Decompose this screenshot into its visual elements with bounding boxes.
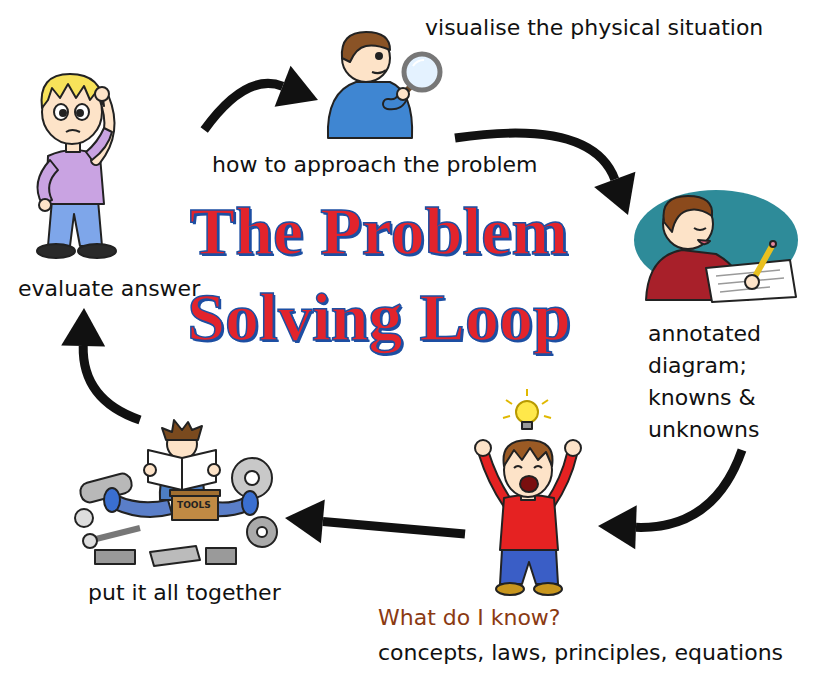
diagram-title: The Problem Solving Loop — [184, 188, 574, 360]
loop-arrow — [204, 66, 318, 130]
stage-node: put it all together — [72, 420, 285, 612]
tool-reader-part — [206, 548, 236, 564]
stage-node: visualise the physical situation — [318, 9, 767, 138]
tool-reader-part — [150, 546, 200, 566]
searching-student-part — [328, 82, 412, 138]
tool-reader-part — [170, 490, 220, 496]
searching-student-part — [342, 32, 390, 62]
idea-student-part — [500, 495, 558, 550]
stage-caption: annotated diagram; knowns & unknowns — [648, 318, 798, 446]
confused-student-part — [75, 104, 89, 120]
confused-student-part — [77, 110, 83, 116]
confused-student-part — [54, 104, 68, 120]
confused-student-part — [78, 244, 116, 258]
arrow-head — [285, 499, 325, 543]
arrow-shaft — [323, 521, 465, 534]
idea-student-part — [534, 466, 542, 468]
tool-reader-part — [247, 517, 277, 547]
stage-subcaption: concepts, laws, principles, equations — [378, 638, 783, 668]
stage-caption: evaluate answer — [18, 274, 200, 304]
tool-reader-part — [83, 534, 97, 548]
stage-node: annotated diagram; knowns & unknowns — [628, 185, 802, 450]
idea-student-part — [522, 422, 532, 429]
tool-reader-part — [92, 528, 140, 540]
tool-reader-part — [95, 550, 135, 564]
stage-caption: put it all together — [88, 578, 281, 608]
idea-student-part — [504, 440, 553, 466]
confused-student-part — [66, 130, 80, 132]
arrow-head — [61, 308, 105, 346]
idea-student-part — [565, 440, 581, 456]
idea-student-part-part — [503, 416, 510, 418]
tool-reader-part — [162, 420, 202, 440]
tool-reader-part — [245, 471, 259, 485]
confused-student-part — [39, 199, 51, 211]
tool-reader-part — [104, 488, 120, 512]
confused-student-part — [48, 200, 102, 246]
arrow-shaft — [204, 83, 282, 130]
tool-reader-part — [148, 450, 216, 490]
idea-student-part — [514, 466, 522, 468]
writing-student-part — [664, 196, 713, 232]
idea-student-part-part — [506, 400, 512, 404]
loop-arrow — [285, 499, 465, 543]
stage-node: evaluate answer — [14, 62, 204, 308]
arrow-head — [275, 66, 318, 107]
arrow-shaft — [83, 346, 140, 420]
idea-student-part-part — [544, 416, 551, 418]
tool-reader-part — [144, 464, 156, 476]
writing-student — [634, 190, 798, 302]
tool-reader-part — [242, 491, 258, 515]
writing-student-part — [770, 241, 776, 247]
confused-student — [37, 74, 116, 258]
searching-student-part — [397, 88, 409, 100]
tool-reader-part — [172, 494, 218, 520]
writing-student-part — [720, 287, 770, 292]
searching-student-part — [372, 70, 386, 73]
arrow-head — [598, 505, 637, 549]
idea-student-part — [520, 476, 538, 492]
arrow-head — [594, 172, 635, 215]
idea-student — [475, 389, 581, 595]
tool-reader-part — [181, 458, 183, 490]
searching-student-part — [376, 53, 382, 59]
idea-student-part — [516, 401, 538, 423]
tool-reader-part — [257, 527, 267, 537]
confused-student-part — [38, 160, 59, 204]
searching-student-part — [413, 60, 424, 66]
writing-student-part — [706, 260, 796, 302]
stage-note: how to approach the problem — [212, 150, 538, 180]
loop-arrow — [61, 308, 140, 420]
writing-student-part — [698, 240, 710, 244]
tool-reader — [75, 420, 277, 566]
idea-student-part-part — [526, 389, 528, 396]
confused-student-part — [60, 110, 66, 116]
confused-student-part — [37, 244, 75, 258]
idea-student-part — [534, 583, 562, 595]
loop-arrow — [598, 450, 742, 549]
writing-student-part — [694, 228, 706, 230]
confused-student-part — [95, 87, 109, 101]
writing-student-part — [745, 275, 759, 289]
idea-student-part — [475, 440, 491, 456]
stage-caption: What do I know? — [378, 603, 561, 633]
idea-student-part — [496, 583, 524, 595]
tool-reader-part — [75, 509, 93, 527]
arrow-shaft — [636, 450, 742, 527]
toolbox-label: TOOLS — [177, 500, 211, 511]
idea-student-part — [500, 550, 558, 584]
tool-reader-part — [208, 464, 220, 476]
searching-student-part — [404, 54, 440, 90]
idea-student-part-part — [542, 400, 548, 404]
stage-node: What do I know?concepts, laws, principle… — [465, 398, 598, 595]
searching-student — [328, 32, 440, 138]
stage-caption: visualise the physical situation — [425, 13, 763, 43]
